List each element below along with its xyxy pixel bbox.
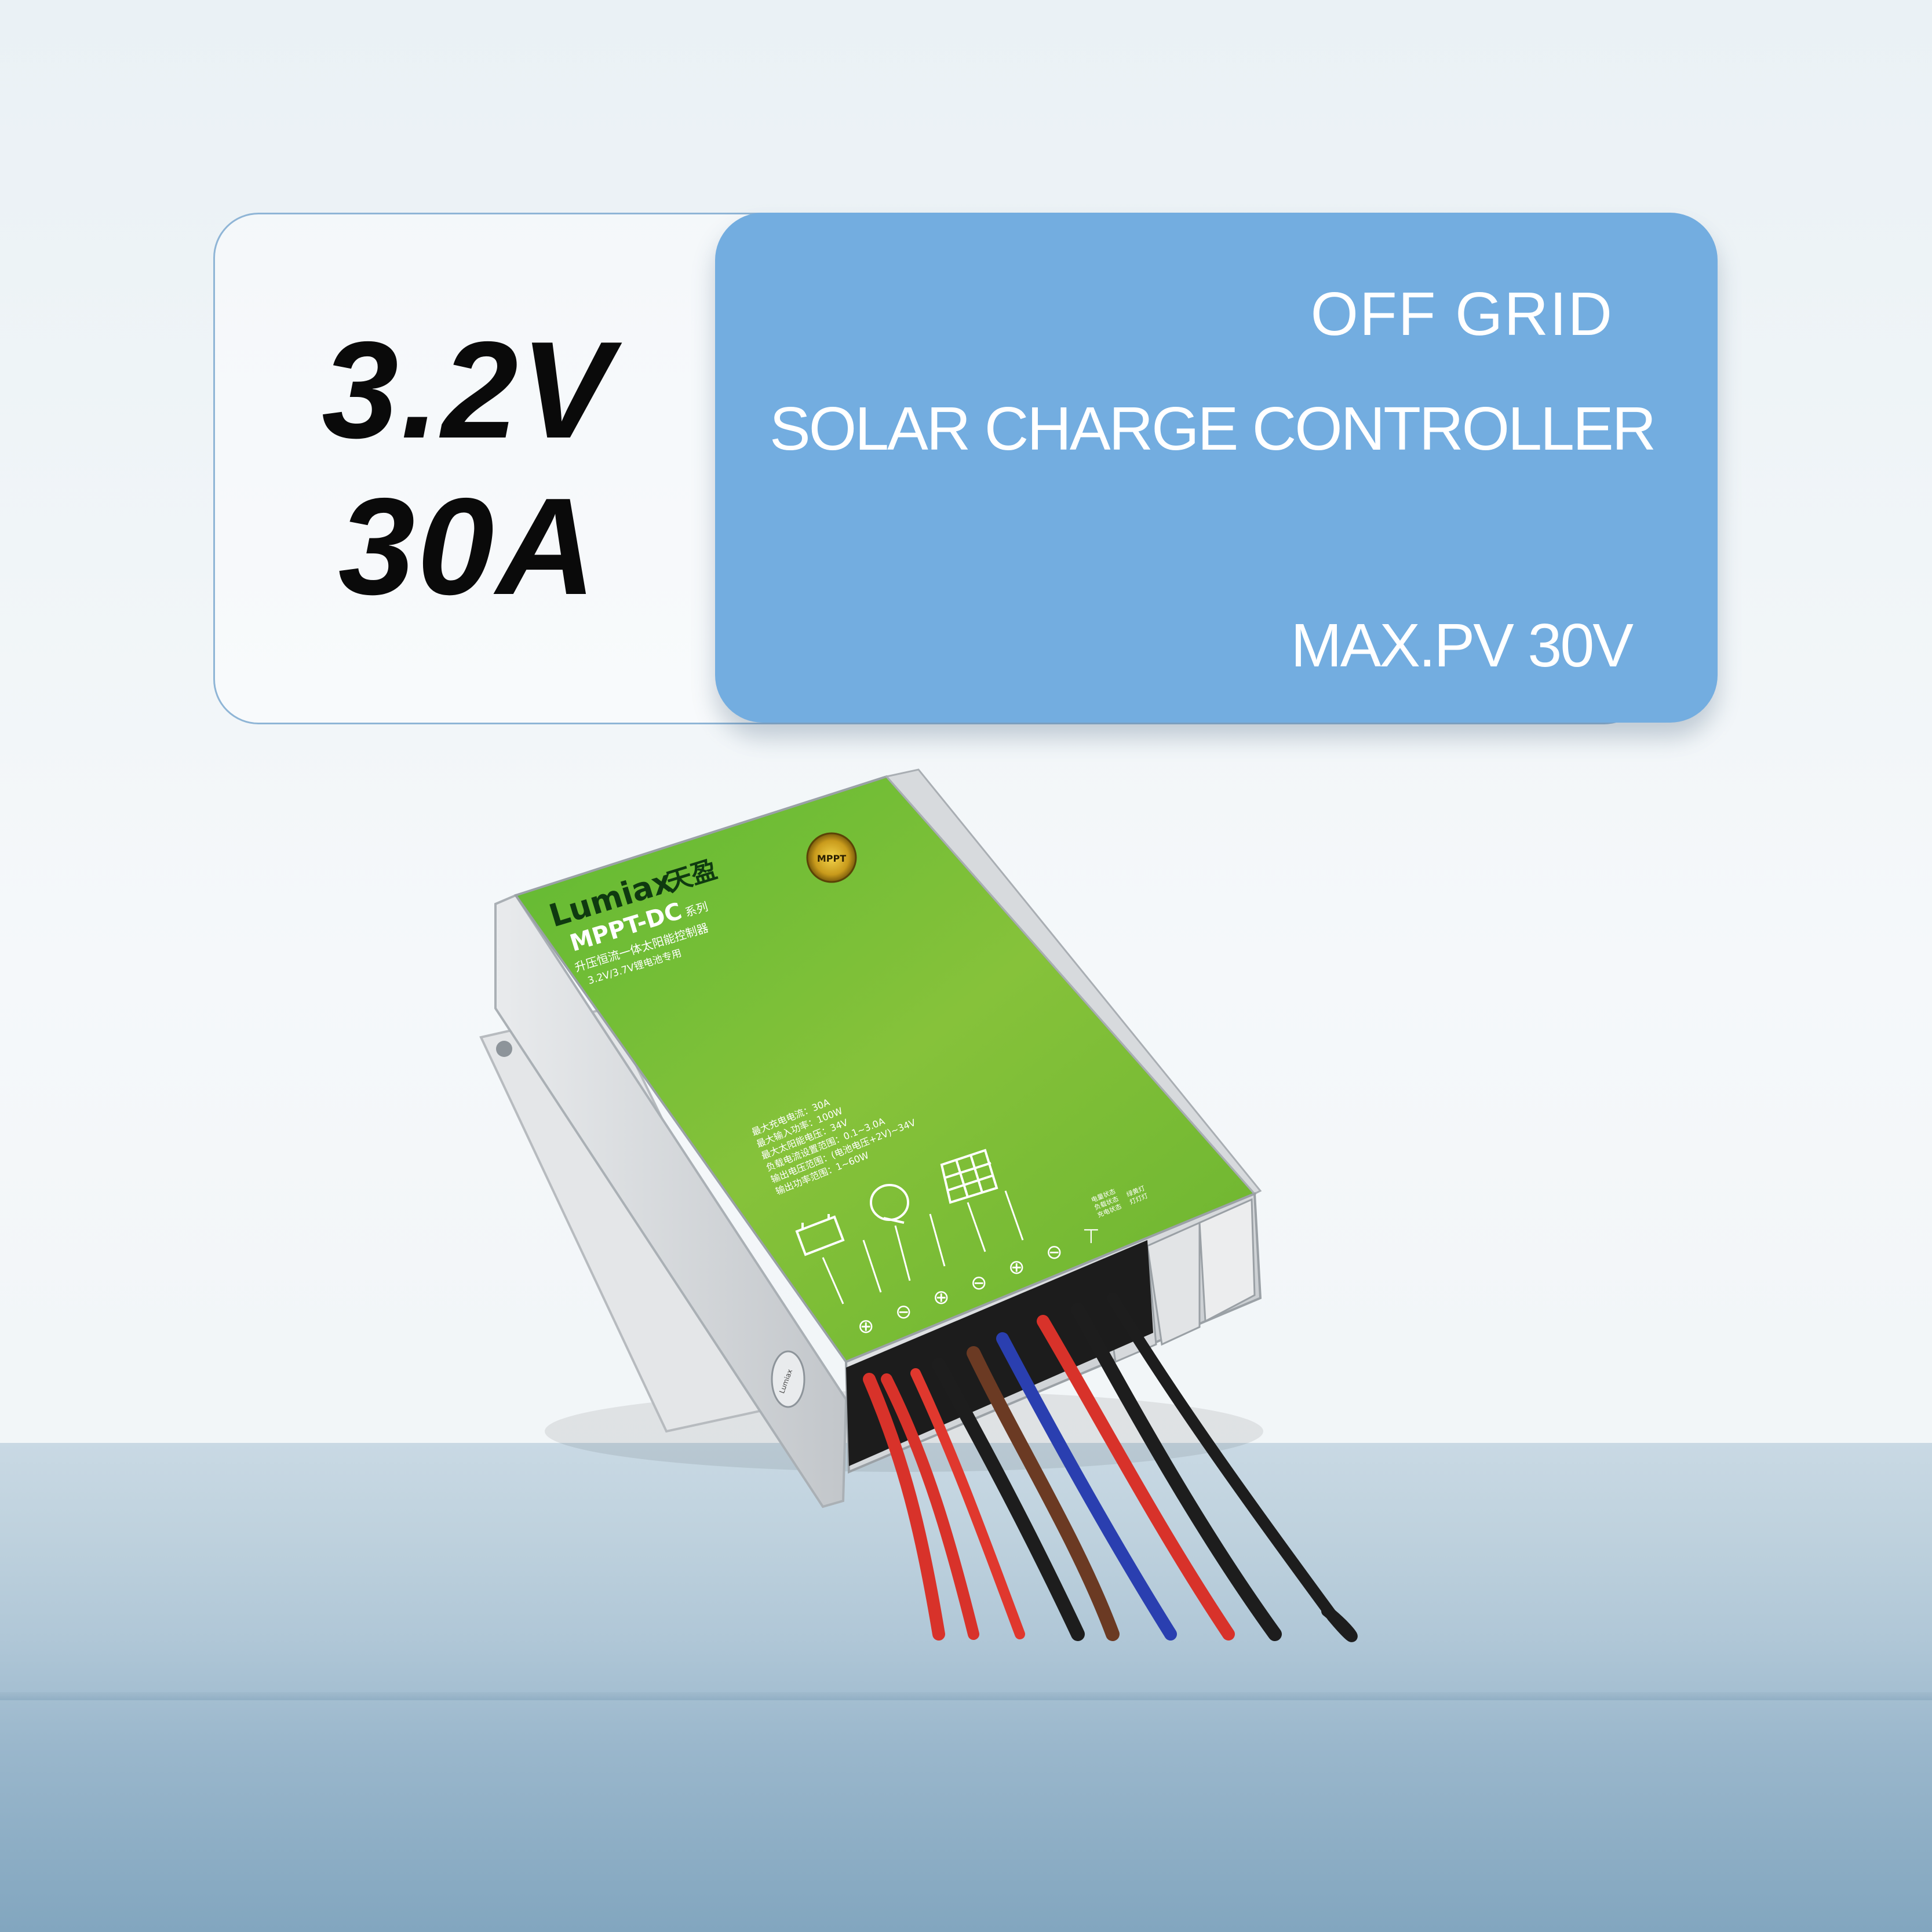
spec-box: 3.2V 30A: [213, 213, 723, 724]
battery-icon: [795, 1214, 845, 1256]
wire-bundle: [863, 1292, 1358, 1642]
voltage-rating: 3.2V: [322, 313, 615, 467]
sensor-probe: [1321, 1605, 1358, 1642]
off-grid-label: OFF GRID: [1310, 280, 1613, 348]
mount-hole-icon: [496, 1041, 512, 1057]
positive-terminal-icon: ⊕: [1008, 1256, 1025, 1279]
wire-red: [881, 1373, 979, 1640]
positive-terminal-icon: ⊕: [933, 1286, 950, 1309]
floor-surface: [0, 1443, 1932, 1932]
wire-black: [932, 1358, 1085, 1641]
side-badge: Lumiax: [771, 1350, 805, 1408]
wire-black: [1107, 1292, 1339, 1623]
negative-terminal-icon: ⊖: [895, 1300, 912, 1324]
housing-edge: [885, 768, 1262, 1195]
wire-red: [1037, 1315, 1235, 1641]
wire-red: [863, 1373, 945, 1641]
wire-red: [910, 1368, 1025, 1639]
product-type-label: SOLAR CHARGE CONTROLLER: [770, 395, 1656, 463]
polarity-symbols: ⊕ ⊖ ⊕ ⊖ ⊕ ⊖ ⊤: [858, 1225, 1100, 1338]
sensor-terminal-icon: ⊤: [1082, 1225, 1100, 1248]
negative-terminal-icon: ⊖: [971, 1271, 987, 1295]
lamp-icon: [870, 1184, 909, 1224]
terminal-block: [846, 1240, 1153, 1466]
current-rating: 30A: [338, 469, 599, 624]
solar-panel-icon: [940, 1149, 998, 1204]
floor-edge: [0, 1692, 1932, 1700]
wire-blue: [996, 1332, 1177, 1641]
info-panel: [715, 213, 1718, 723]
badge-text: MPPT: [817, 853, 846, 864]
negative-terminal-icon: ⊖: [1046, 1241, 1063, 1264]
positive-terminal-icon: ⊕: [858, 1315, 874, 1338]
terminal-leaders: [822, 1190, 1024, 1304]
wire-black: [1071, 1303, 1282, 1641]
max-pv-label: MAX.PV 30V: [1291, 611, 1634, 680]
mppt-badge-icon: MPPT: [806, 832, 857, 883]
wire-brown: [967, 1346, 1120, 1641]
terminal-icons: [795, 1149, 998, 1256]
